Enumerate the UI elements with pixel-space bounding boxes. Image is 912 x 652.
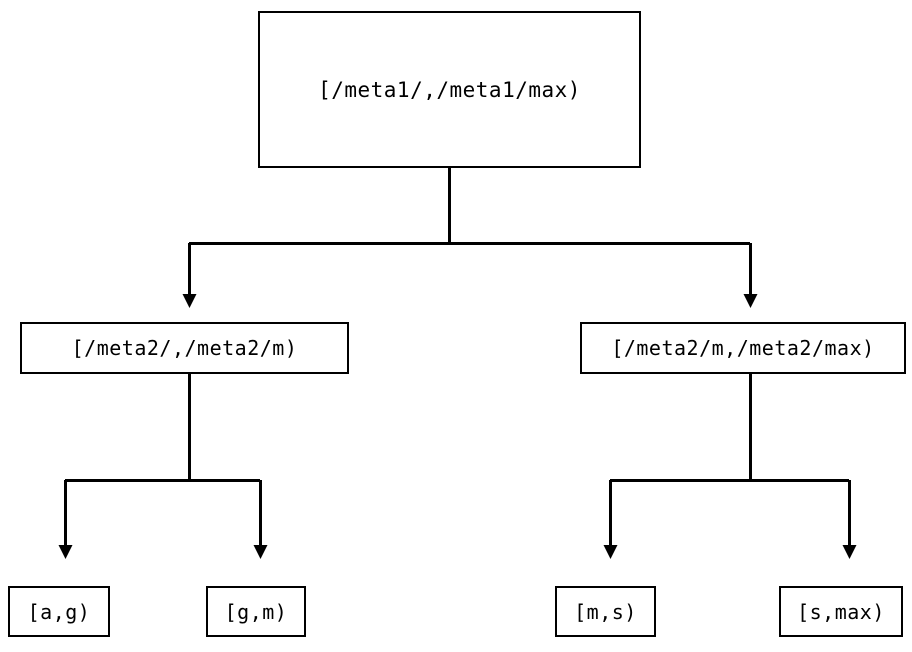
tree-node-leaf-smax[interactable]: [s,max) xyxy=(779,586,903,637)
arrowhead-root-to-mid-right xyxy=(743,294,758,308)
tree-node-leaf-ms[interactable]: [m,s) xyxy=(555,586,656,637)
tree-node-leaf-ag[interactable]: [a,g) xyxy=(8,586,110,637)
tree-node-mid-right-label: [/meta2/m,/meta2/max) xyxy=(611,336,875,360)
tree-node-root-label: [/meta1/,/meta1/max) xyxy=(318,77,581,102)
tree-node-mid-left[interactable]: [/meta2/,/meta2/m) xyxy=(20,322,349,374)
arrowhead-midleft-to-leaf-gm xyxy=(253,545,268,559)
tree-node-leaf-ag-label: [a,g) xyxy=(27,599,91,624)
tree-node-leaf-ms-label: [m,s) xyxy=(574,599,637,624)
tree-node-leaf-smax-label: [s,max) xyxy=(797,599,885,624)
arrowhead-midright-to-leaf-ms xyxy=(603,545,618,559)
tree-node-mid-right[interactable]: [/meta2/m,/meta2/max) xyxy=(580,322,906,374)
tree-node-leaf-gm[interactable]: [g,m) xyxy=(206,586,306,637)
tree-node-mid-left-label: [/meta2/,/meta2/m) xyxy=(71,336,298,360)
arrowhead-midright-to-leaf-smax xyxy=(842,545,857,559)
arrowhead-root-to-mid-left xyxy=(182,294,197,308)
arrowhead-midleft-to-leaf-ag xyxy=(58,545,73,559)
tree-node-leaf-gm-label: [g,m) xyxy=(224,599,288,624)
tree-node-root[interactable]: [/meta1/,/meta1/max) xyxy=(258,11,641,168)
